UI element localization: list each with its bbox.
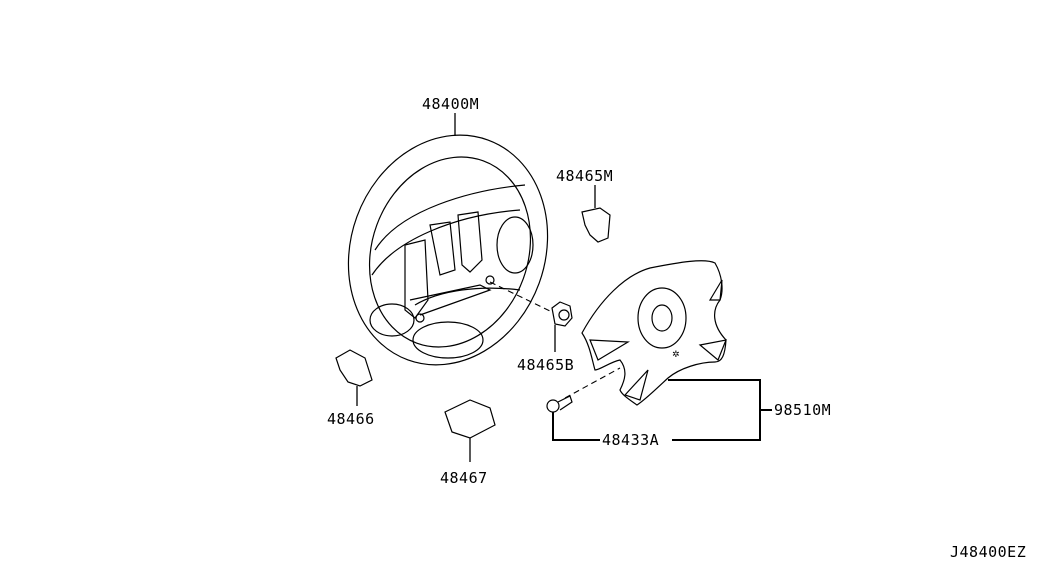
label-48467[interactable]: 48467	[440, 469, 488, 487]
steering-wheel-drawing	[347, 134, 549, 366]
nut-48465B-drawing	[551, 301, 573, 327]
cover-48466-drawing	[335, 349, 373, 387]
label-48466[interactable]: 48466	[327, 410, 375, 428]
bracket-48433A-left	[552, 412, 600, 441]
label-98510M[interactable]: 98510M	[774, 401, 831, 419]
cover-48467-drawing	[444, 399, 496, 439]
bolt-48433A-drawing	[546, 395, 573, 413]
label-48400M[interactable]: 48400M	[422, 95, 479, 113]
airbag-symbol-icon: ✲	[672, 350, 680, 360]
clip-48465M-drawing	[581, 207, 611, 243]
dashed-line-nut	[489, 281, 553, 313]
label-48465M[interactable]: 48465M	[556, 167, 613, 185]
label-48433A[interactable]: 48433A	[602, 431, 659, 449]
bracket-98510M	[668, 379, 761, 441]
label-48465B[interactable]: 48465B	[517, 356, 574, 374]
dashed-line-bolt	[564, 367, 621, 399]
figure-code: J48400EZ	[950, 543, 1026, 561]
airbag-module-drawing: ✲	[581, 260, 727, 406]
